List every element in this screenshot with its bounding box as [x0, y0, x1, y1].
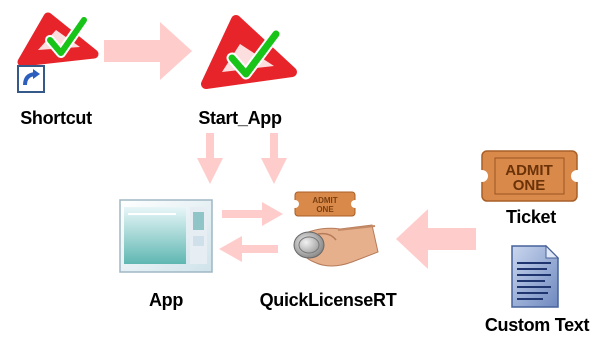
arrow-app-to-quicklicense: [222, 202, 283, 226]
hand-holding-coin-icon: [293, 224, 379, 267]
start-app-logo-icon: [201, 15, 297, 89]
arrow-shortcut-to-start-app: [104, 22, 192, 80]
arrow-ticket-to-quicklicense: [396, 209, 476, 269]
ticket-line1: ADMIT: [505, 162, 553, 179]
custom-text-label: Custom Text: [484, 315, 590, 335]
app-label: App: [148, 290, 184, 310]
shortcut-arrow-icon: [17, 65, 45, 93]
ticket-line2: ONE: [513, 177, 546, 194]
app-window-icon: [119, 199, 213, 273]
custom-text-document-icon: [511, 244, 560, 308]
shortcut-logo-icon: [17, 12, 99, 67]
arrow-start-app-to-quicklicense: [261, 133, 287, 184]
arrow-start-app-to-app: [197, 133, 223, 184]
quicklicense-label: QuickLicenseRT: [259, 290, 397, 310]
shortcut-label: Shortcut: [20, 108, 92, 128]
arrow-quicklicense-to-app: [219, 236, 278, 262]
quicklicense-ticket-icon: ADMIT ONE: [291, 191, 359, 217]
ticket-icon: ADMIT ONE: [476, 150, 583, 202]
start-app-label: Start_App: [198, 108, 282, 128]
ticket-label: Ticket: [506, 207, 556, 227]
qlrt-ticket-line2: ONE: [316, 205, 334, 214]
qlrt-ticket-line1: ADMIT: [312, 196, 337, 205]
